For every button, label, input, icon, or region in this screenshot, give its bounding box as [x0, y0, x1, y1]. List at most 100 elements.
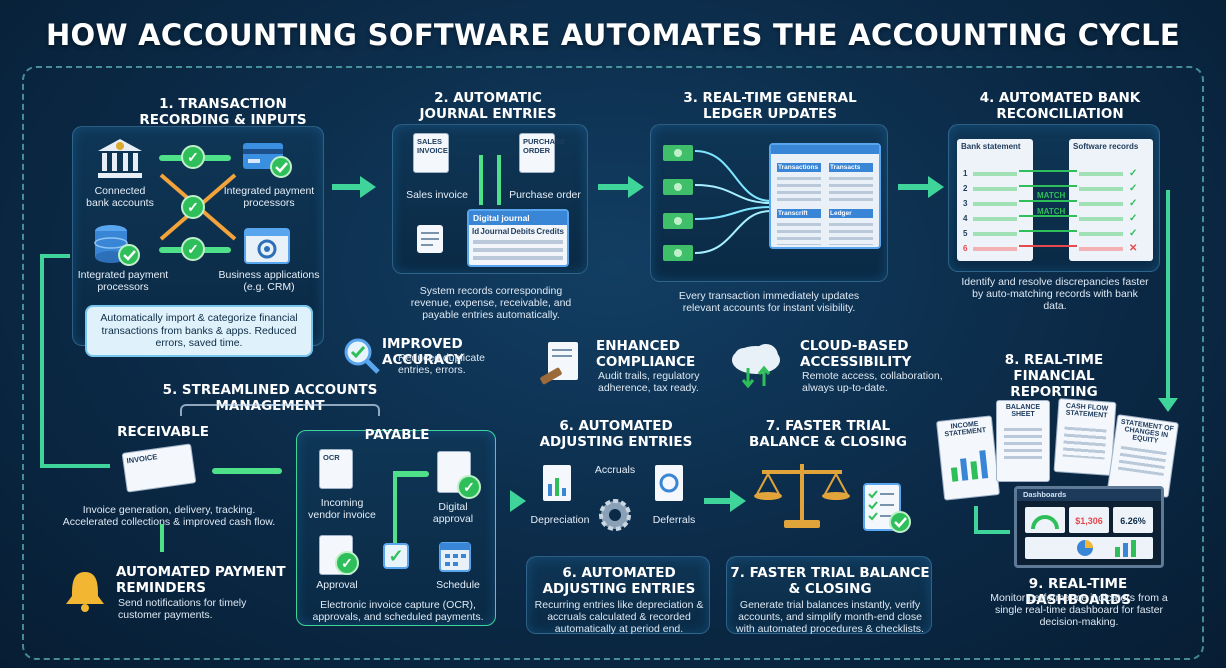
recon-link-line — [1019, 215, 1077, 217]
ledger-rows — [777, 223, 821, 245]
sec4-title: 4. AUTOMATED BANK RECONCILIATION — [960, 90, 1160, 122]
ledger-tab-transacts: Transacts — [829, 163, 873, 172]
sec7-desc: Generate trial balances instantly, verif… — [736, 599, 924, 635]
sales-doc-label: SALES INVOICE — [417, 137, 448, 155]
ledger-rows — [829, 223, 873, 245]
journal-col-credits: Credits — [536, 227, 564, 236]
down-arrow — [1158, 398, 1178, 412]
ocr-doc: OCR — [319, 449, 353, 489]
money-stack-icons — [663, 145, 693, 261]
loop-line — [40, 254, 44, 466]
digital-line1: Digital — [438, 501, 468, 513]
match-label: MATCH — [1037, 191, 1066, 200]
sec7-title: 7. FASTER TRIAL BALANCE & CLOSING — [748, 418, 908, 450]
sec9-title: 9. REAL-TIME DASHBOARDS — [1025, 576, 1131, 608]
software-row-bar — [1079, 217, 1123, 221]
flow-arrow-shaft — [704, 498, 732, 504]
software-row-bar — [1079, 202, 1123, 206]
check-icon: ✓ — [181, 195, 205, 219]
sec2-desc: System records corresponding revenue, ex… — [410, 285, 572, 321]
journal-connector — [479, 155, 483, 205]
digital-line2: approval — [432, 513, 474, 525]
business-label-line2: (e.g. CRM) — [243, 281, 295, 293]
recon-row-number: 3 — [963, 199, 968, 208]
reminder-connector — [160, 524, 164, 552]
ledger-rows — [777, 177, 821, 201]
ledger-window-bar — [771, 145, 879, 154]
dashboard-connector — [974, 530, 1010, 534]
data-stream-lines — [695, 150, 771, 254]
deferrals-label: Deferrals — [652, 514, 696, 526]
cash-flow-doc: CASH FLOW STATEMENT — [1053, 398, 1117, 476]
bank-label-line2: bank accounts — [86, 197, 154, 209]
gear-icon — [599, 499, 631, 531]
software-records-label: Software records — [1073, 142, 1139, 151]
bank-statement-label: Bank statement — [961, 142, 1021, 151]
checklist-icon — [863, 483, 911, 533]
journal-row — [473, 256, 563, 260]
income-statement-doc: INCOME STATEMENT — [935, 415, 1001, 501]
purchase-doc-label: PURCHASE ORDER — [523, 137, 566, 155]
flow-arrow-right — [730, 490, 746, 512]
recon-row-number: 6 — [963, 244, 968, 253]
receivable-title: RECEIVABLE — [117, 424, 209, 440]
dashboard-connector — [974, 506, 978, 534]
flow-arrow-right — [360, 176, 376, 198]
recon-row-number: 4 — [963, 214, 968, 223]
journal-connector — [497, 155, 501, 205]
compliance-title-line1: ENHANCED — [596, 338, 680, 354]
bank-row-bar — [973, 202, 1017, 206]
equity-rows — [1117, 445, 1167, 477]
sec6-box-title: 6. AUTOMATED ADJUSTING ENTRIES — [527, 565, 711, 597]
recon-link-line — [1019, 185, 1077, 187]
sec6-box-title-line1: 6. AUTOMATED — [562, 565, 676, 581]
dashboard-charts — [1025, 537, 1153, 559]
incoming-line2: vendor invoice — [308, 509, 376, 521]
payment-label-line3: Integrated payment — [77, 269, 169, 281]
ledger-tab-transactions: Transactions — [777, 163, 821, 172]
reminder-title-line1: AUTOMATED PAYMENT — [116, 564, 286, 580]
software-row-bar — [1079, 247, 1123, 251]
payable-desc: Electronic invoice capture (OCR), approv… — [312, 599, 484, 623]
loop-line — [40, 254, 70, 258]
sec7-title-line2: BALANCE & CLOSING — [748, 434, 908, 450]
check-icon: ✓ — [181, 237, 205, 261]
balance-sheet-label: BALANCE SHEET — [1005, 404, 1041, 418]
bank-row-bar — [973, 187, 1017, 191]
match-label: MATCH — [1037, 207, 1066, 216]
payable-title: PAYABLE — [364, 427, 430, 443]
sec3-title-line2: LEDGER UPDATES — [702, 106, 838, 122]
bank-row-bar — [973, 172, 1017, 176]
ledger-tab-transcrift: Transcrift — [777, 209, 821, 218]
payment-processor-label-top: Integrated payment processors — [213, 185, 325, 209]
reminder-desc: Send notifications for timely customer p… — [118, 597, 247, 621]
digital-journal-title: Digital journal — [469, 211, 567, 225]
invoice-doc-label: INVOICE — [126, 452, 158, 466]
cloud-desc: Remote access, collaboration, always up-… — [802, 370, 943, 394]
depreciation-label: Depreciation — [530, 514, 590, 526]
sec7-box-title-line2: & CLOSING — [788, 581, 872, 597]
sec6-box-title-line2: ADJUSTING ENTRIES — [542, 581, 696, 597]
equity-statement-label: STATEMENT OF CHANGES IN EQUITY — [1120, 418, 1175, 445]
cash-flow-label: CASH FLOW STATEMENT — [1065, 402, 1109, 420]
flow-arrow-right — [928, 176, 944, 198]
dashboard-title: Dashboards — [1017, 489, 1161, 501]
loop-line — [40, 464, 110, 468]
page-title: HOW ACCOUNTING SOFTWARE AUTOMATES THE AC… — [45, 18, 1181, 52]
software-records-card: Software records — [1069, 139, 1153, 261]
recon-link-line — [1019, 230, 1077, 232]
software-row-bar — [1079, 172, 1123, 176]
balance-rows — [1004, 428, 1042, 462]
sec1-title: 1. TRANSACTION RECORDING & INPUTS — [118, 96, 328, 128]
sec4-panel: Bank statement Software records 1✓2✓3✓4✓… — [948, 124, 1160, 272]
cloud-sync-icon — [732, 344, 780, 389]
sec3-panel: Transactions Transacts Transcrift Ledger — [650, 124, 888, 282]
sec7-title-line1: 7. FASTER TRIAL — [765, 418, 891, 434]
dashboard-monitor: Dashboards $1,306 6.26% — [1014, 486, 1164, 568]
sec6-title-line2: ADJUSTING ENTRIES — [539, 434, 693, 450]
reminder-title: AUTOMATED PAYMENT REMINDERS — [116, 564, 286, 596]
journal-header-row: Id Journal Debits Credits — [469, 225, 567, 238]
income-chart — [950, 450, 989, 482]
journal-col-id: Id — [472, 227, 480, 236]
flow-arrow-right — [628, 176, 644, 198]
